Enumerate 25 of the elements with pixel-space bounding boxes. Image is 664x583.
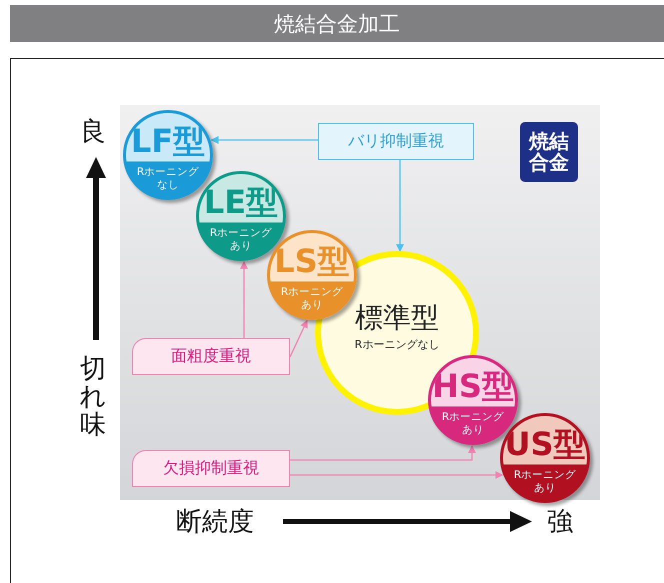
arrow — [396, 160, 404, 252]
axis-label: 強 — [546, 506, 574, 539]
type-name: LF型 — [130, 121, 206, 161]
title-bar: 焼結合金加工 — [10, 5, 664, 42]
arrow — [210, 136, 318, 144]
type-note: Rホーニングあり — [209, 227, 273, 253]
type-note: Rホーニングあり — [513, 469, 577, 495]
axis-label: 断続度 — [175, 506, 255, 539]
type-name: LE型 — [202, 182, 280, 222]
arrow — [289, 320, 308, 358]
type-note: Rホーニングあり — [441, 411, 505, 437]
label-box: バリ抑制重視 — [318, 123, 474, 160]
label-box: 欠損抑制重視 — [132, 450, 290, 487]
type-note: Rホーニングなし — [354, 337, 440, 352]
type-name: LS型 — [273, 241, 351, 281]
axis-label: 良 — [79, 116, 107, 149]
arrow — [240, 260, 248, 338]
arrow — [290, 471, 504, 479]
arrow — [290, 445, 476, 461]
category-badge: 焼結合金 — [520, 122, 578, 182]
axis-label: 切れ味 — [78, 355, 108, 439]
type-name: 標準型 — [354, 300, 440, 336]
type-note: Rホーニングなし — [136, 166, 200, 192]
type-note: Rホーニングあり — [280, 286, 344, 312]
label-box: 面粗度重視 — [132, 338, 290, 375]
